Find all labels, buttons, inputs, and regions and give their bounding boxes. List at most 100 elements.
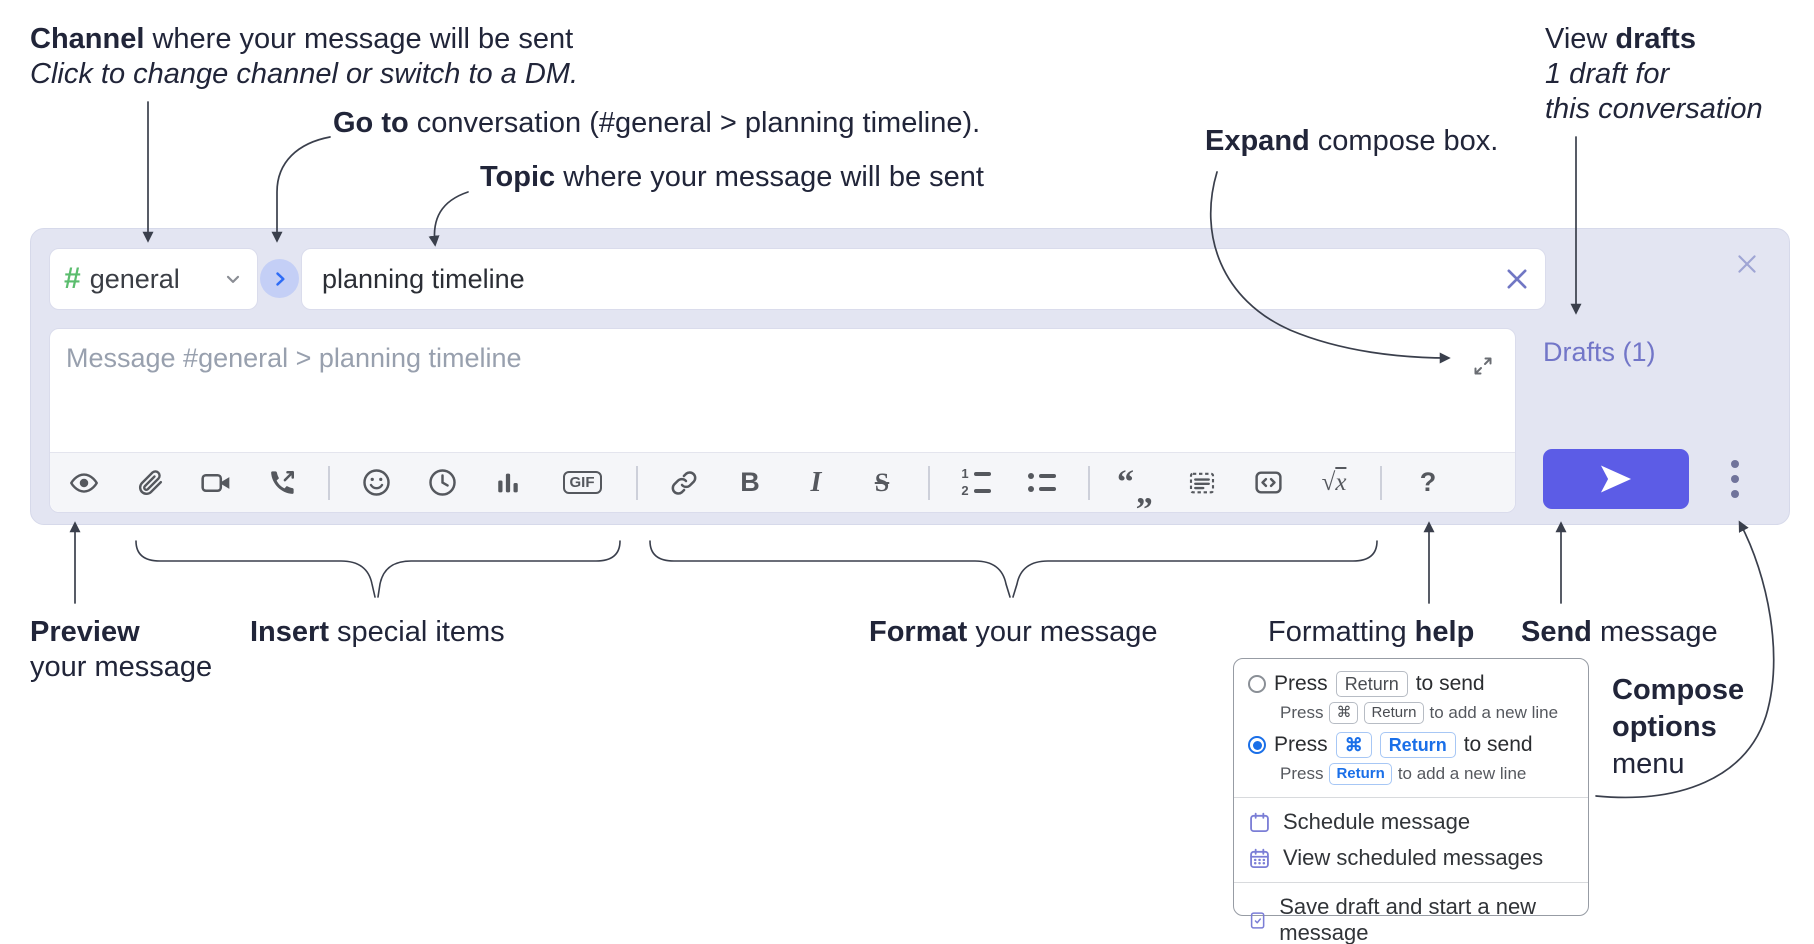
formatting-help-icon[interactable]: ? (1419, 467, 1437, 497)
option2-press: Press (1274, 733, 1328, 756)
format-annotation-rest: your message (967, 616, 1158, 648)
channel-hash-icon: # (64, 262, 81, 295)
kebab-dot (1731, 460, 1739, 468)
view-drafts-bold: drafts (1615, 23, 1696, 55)
cmd-enter-sends-option[interactable]: Press ⌘ Return to send (1234, 730, 1588, 760)
option1-press: Press (1274, 672, 1328, 695)
channel-annotation-rest: where your message will be sent (144, 23, 574, 55)
chevron-down-icon (226, 275, 240, 283)
code-icon[interactable] (1248, 463, 1288, 503)
spoiler-icon[interactable] (1182, 463, 1222, 503)
link-icon[interactable] (664, 463, 704, 503)
channel-selector[interactable]: # general (49, 248, 258, 310)
channel-annotation-bold: Channel (30, 23, 145, 55)
save-draft-label: Save draft and start a new message (1279, 894, 1537, 944)
expand-annotation-bold: Expand (1205, 125, 1310, 157)
format-annotation: Format your message (869, 615, 1158, 650)
view-drafts-pre: View (1545, 23, 1616, 55)
popup-divider (1234, 882, 1588, 883)
chevron-right-icon (275, 271, 285, 286)
option2-sub-press: Press (1280, 764, 1324, 783)
schedule-message-item[interactable]: Schedule message (1234, 804, 1588, 840)
formatting-help-annotation: Formatting help (1268, 615, 1474, 650)
return-keycap: Return (1335, 671, 1408, 697)
return-keycap: Return (1364, 702, 1424, 724)
cmd-keycap: ⌘ (1335, 732, 1372, 758)
view-scheduled-messages-label: View scheduled messages (1283, 845, 1544, 870)
channel-annotation-line1: Channel where your message will be sent (30, 22, 578, 57)
bulleted-list-icon[interactable] (1022, 463, 1062, 503)
compose-box: # general (30, 228, 1790, 525)
global-time-icon[interactable] (422, 463, 462, 503)
close-icon (1738, 255, 1756, 273)
compose-options-annotation: Compose options menu (1612, 672, 1744, 783)
strikethrough-icon[interactable]: S (874, 467, 890, 497)
voice-call-icon[interactable] (262, 463, 302, 503)
enter-sends-option[interactable]: Press Return to send (1234, 669, 1588, 699)
return-keycap: Return (1329, 763, 1392, 785)
topic-field (301, 248, 1546, 310)
close-compose-button[interactable] (1727, 244, 1767, 284)
poll-icon[interactable] (488, 463, 528, 503)
radio-unselected-icon[interactable] (1248, 675, 1266, 693)
toolbar-divider (1380, 465, 1382, 500)
calendar-grid-icon (1250, 848, 1269, 868)
channel-annotation-sub: Click to change channel or switch to a D… (30, 58, 579, 90)
toolbar-divider (1088, 465, 1090, 500)
video-call-icon[interactable] (196, 463, 236, 503)
compose-options-menu-button[interactable] (1715, 451, 1755, 507)
emoji-icon[interactable] (356, 463, 396, 503)
clear-topic-button[interactable] (1497, 259, 1537, 299)
goto-annotation-bold: Go to (333, 107, 409, 139)
italic-icon[interactable]: I (810, 466, 822, 498)
draft-note-icon (1250, 911, 1265, 929)
quote-close: „ (1136, 473, 1155, 511)
insert-annotation-rest: special items (328, 616, 505, 648)
option1-sub-press: Press (1280, 703, 1324, 722)
expand-annotation-rest: compose box. (1309, 125, 1499, 157)
bold-icon[interactable]: B (740, 467, 760, 497)
kebab-dot (1731, 475, 1739, 483)
message-input[interactable] (50, 329, 1515, 453)
channel-annotation: Channel where your message will be sent … (30, 22, 578, 92)
close-icon (1507, 269, 1527, 289)
radio-selected-icon[interactable] (1248, 736, 1266, 754)
quote-icon[interactable]: “„ (1116, 463, 1156, 511)
popup-divider (1234, 797, 1588, 798)
gif-icon[interactable]: GIF (554, 463, 610, 503)
compose-options-popup: Press Return to send Press ⌘ Return to a… (1233, 658, 1589, 944)
save-draft-item[interactable]: Save draft and start a new message (1234, 889, 1588, 944)
return-keycap: Return (1379, 732, 1456, 758)
view-scheduled-messages-item[interactable]: View scheduled messages (1234, 840, 1588, 876)
send-button[interactable] (1543, 449, 1689, 509)
compose-options-line3: menu (1612, 748, 1685, 780)
view-drafts-line3: this conversation (1545, 93, 1763, 125)
compose-options-line1: Compose (1612, 674, 1745, 706)
format-annotation-bold: Format (869, 616, 968, 648)
quote-open: “ (1117, 463, 1136, 501)
formatting-help-pre: Formatting (1268, 616, 1415, 648)
expand-compose-button[interactable] (1463, 346, 1503, 386)
preview-annotation-line2: your message (30, 651, 213, 683)
topic-annotation-bold: Topic (480, 161, 556, 193)
go-to-conversation-button[interactable] (260, 259, 299, 298)
topic-annotation: Topic where your message will be sent (480, 160, 984, 195)
topic-input[interactable] (302, 263, 1497, 295)
kebab-dot (1731, 490, 1739, 498)
gif-label: GIF (562, 471, 602, 494)
compose-options-line2: options (1612, 711, 1717, 743)
topic-annotation-rest: where your message will be sent (555, 161, 984, 193)
channel-name: general (89, 263, 180, 294)
option2-suffix: to send (1463, 733, 1533, 756)
math-icon[interactable]: √x (1314, 463, 1354, 503)
goto-annotation: Go to conversation (#general > planning … (333, 106, 980, 141)
insert-annotation: Insert special items (250, 615, 505, 650)
preview-eye-icon[interactable] (64, 463, 104, 503)
attach-paperclip-icon[interactable] (130, 463, 170, 503)
option1-sub-suffix: to add a new line (1429, 703, 1559, 722)
cmd-keycap: ⌘ (1329, 702, 1359, 724)
drafts-link[interactable]: Drafts (1) (1543, 337, 1656, 367)
expand-diagonal-icon (1474, 357, 1492, 375)
